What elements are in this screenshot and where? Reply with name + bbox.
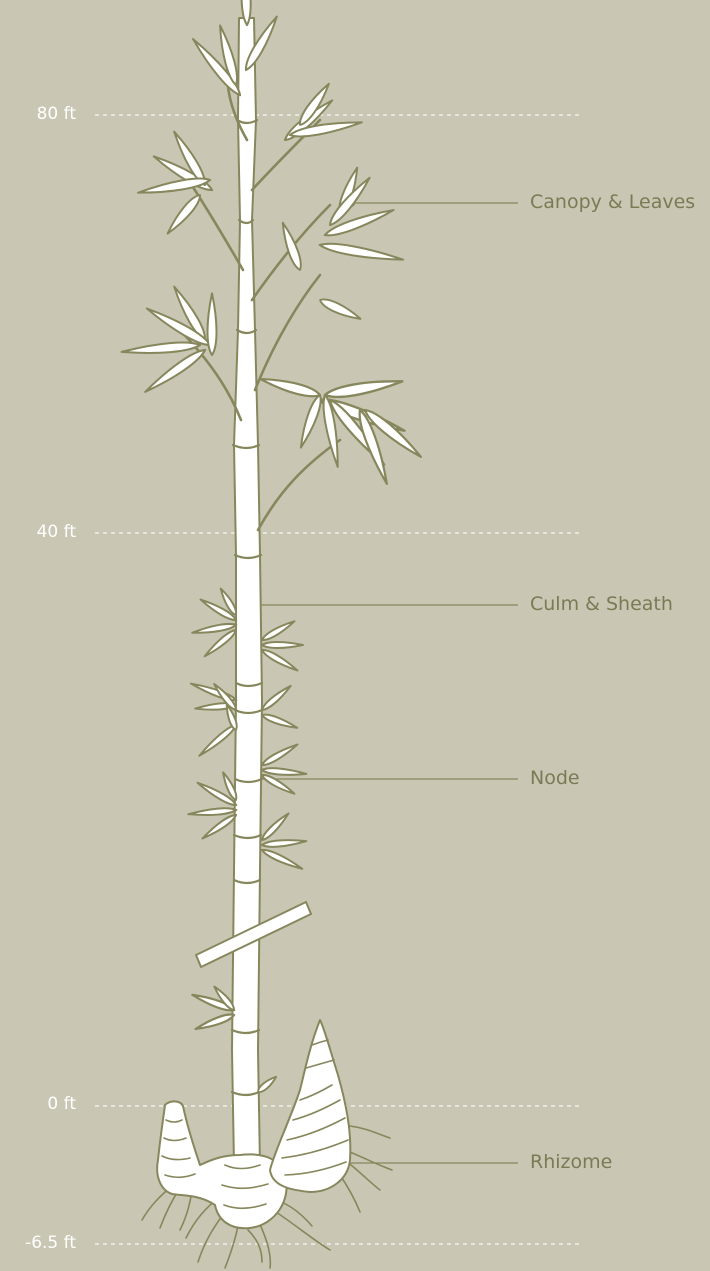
scale-label-minus-6-5ft: -6.5 ft bbox=[25, 1233, 76, 1253]
scale-label-40ft: 40 ft bbox=[37, 522, 76, 542]
callout-canopy-leaves: Canopy & Leaves bbox=[530, 191, 695, 213]
callout-leaders bbox=[249, 200, 519, 1167]
scale-label-0ft: 0 ft bbox=[47, 1094, 76, 1114]
culm bbox=[232, 18, 262, 1165]
callout-rhizome: Rhizome bbox=[530, 1151, 612, 1173]
canopy-leaves bbox=[122, 0, 424, 485]
callout-culm-sheath: Culm & Sheath bbox=[530, 593, 673, 615]
scale-label-80ft: 80 ft bbox=[37, 104, 76, 124]
callout-node: Node bbox=[530, 767, 580, 789]
